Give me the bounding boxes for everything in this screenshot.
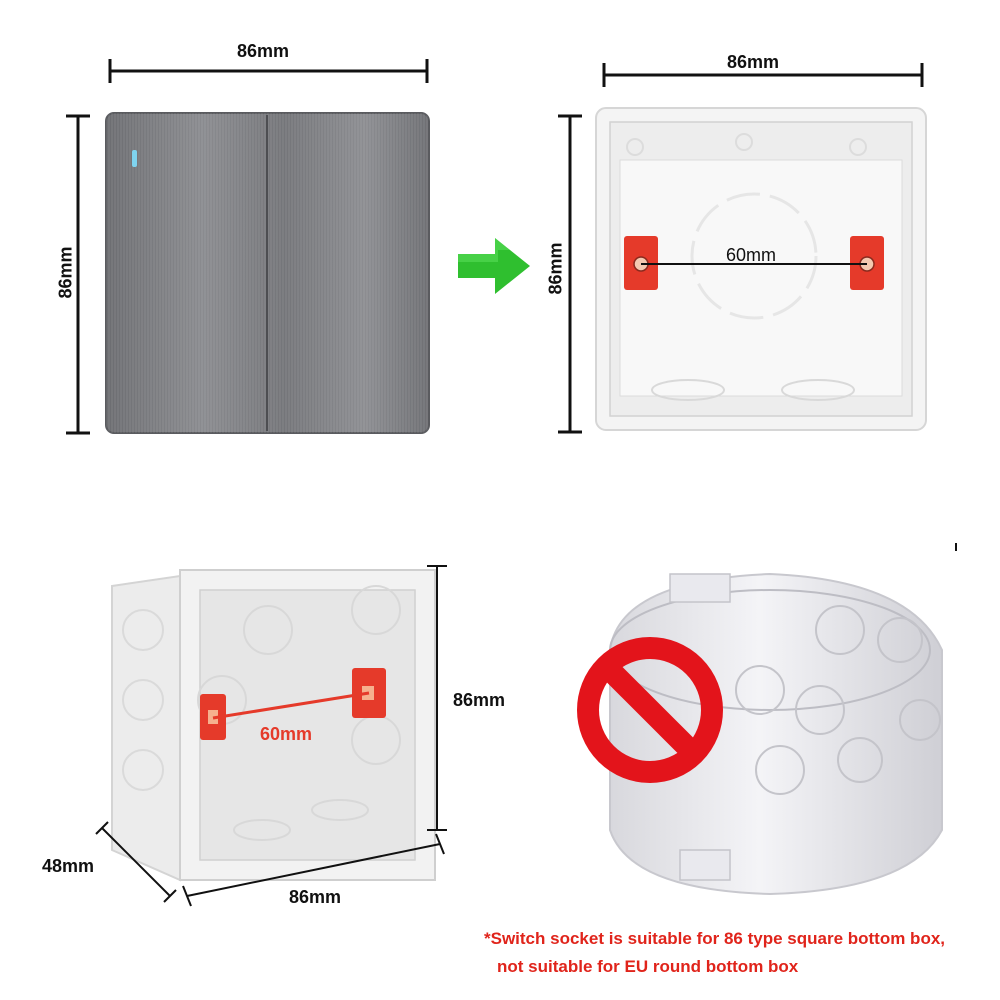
square-box-perspective-drawing [95,565,447,907]
box-height-label: 86mm [453,690,506,710]
prohibited-icon [577,637,723,783]
panel-width-label: 86mm [237,41,290,61]
box-depth-label: 48mm [42,856,95,876]
panel-height-label: 86mm [55,246,76,299]
indicator-led [132,150,137,167]
square-box-front-drawing [558,63,927,434]
box-width-label: 86mm [727,52,780,72]
switch-panel-drawing [66,59,430,435]
arrow-right-icon [458,238,530,294]
eu-round-box-drawing [577,572,943,896]
box-height-label: 86mm [545,242,566,295]
compatibility-note-line2: not suitable for EU round bottom box [497,957,799,976]
compatibility-note-line1: *Switch socket is suitable for 86 type s… [484,929,946,948]
square-box-perspective-figure: 86mm 86mm 48mm 60mm [40,550,510,930]
box-screw-spacing-label: 60mm [726,245,777,265]
box-width-label: 86mm [289,887,342,907]
eu-round-box-figure [570,560,970,900]
switch-panel-figure: 86mm 86mm [0,0,470,480]
stray-mark [955,543,957,551]
square-box-front-figure: 86mm 86mm 60mm [530,40,970,480]
box-screw-spacing-label: 60mm [260,724,313,744]
